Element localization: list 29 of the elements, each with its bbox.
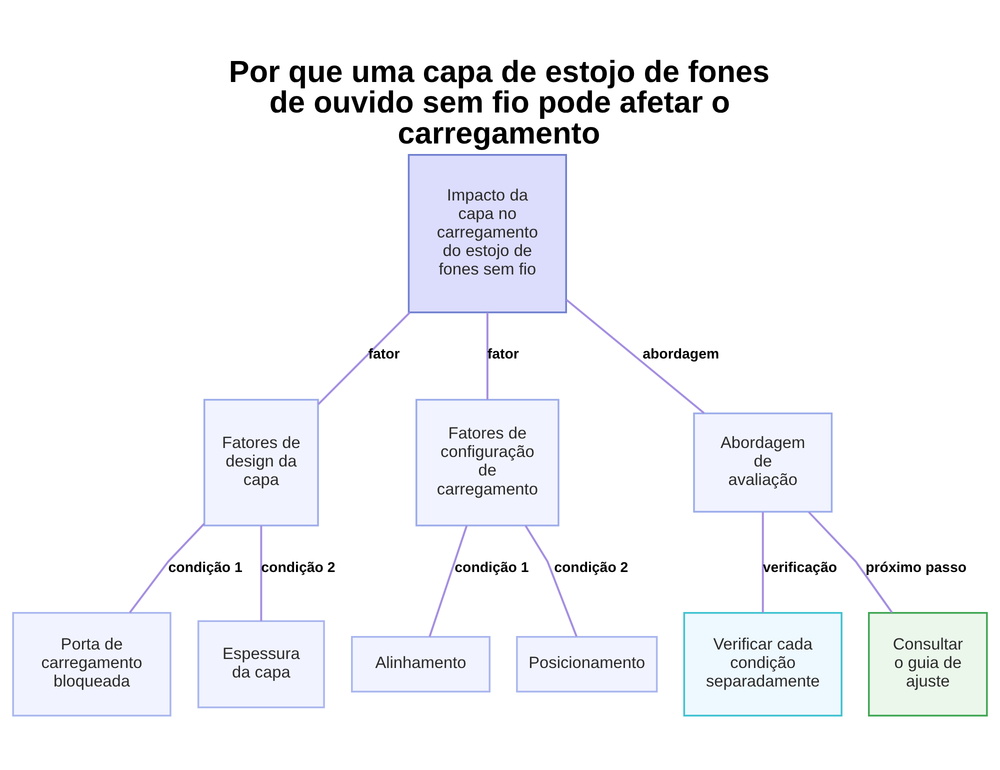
edge-label: condição 1 (168, 560, 242, 576)
node-box: Abordagem de avaliação (693, 412, 833, 513)
connector (566, 298, 705, 414)
node-box: Impacto da capa no carregamento do estojo de fones sem fio (408, 154, 567, 314)
node-box: Porta de carregamento bloqueada (12, 612, 172, 716)
edge-label: verificação (762, 560, 838, 576)
edge-label: condição 2 (261, 560, 336, 576)
edge-label: próximo passo (866, 560, 967, 576)
connector (524, 525, 578, 637)
diagram-title: Por que uma capa de estojo de fones de ouvido sem fio pode afetar o carregamento (228, 55, 770, 150)
node-box: Posicionamento (516, 636, 658, 692)
edge-label: fator (487, 346, 519, 363)
edge-label: abordagem (642, 346, 720, 363)
connector (486, 312, 488, 400)
connector (762, 512, 764, 613)
edge-label: condição 1 (454, 560, 529, 576)
node-box: Consultar o guia de ajuste (868, 612, 988, 716)
connector (260, 526, 262, 622)
node-box: Alinhamento (351, 636, 490, 692)
edge-label: fator (368, 346, 400, 363)
node-box: Espessura da capa (197, 620, 325, 708)
connector (129, 523, 205, 614)
connector (428, 525, 468, 637)
edge-label: condição 2 (554, 560, 628, 576)
node-box: Verificar cada condição separadamente (683, 612, 842, 716)
connector (318, 312, 411, 405)
node-box: Fatores de design da capa (203, 398, 319, 526)
connector (808, 511, 893, 614)
node-box: Fatores de configuração de carregamento (416, 398, 560, 526)
